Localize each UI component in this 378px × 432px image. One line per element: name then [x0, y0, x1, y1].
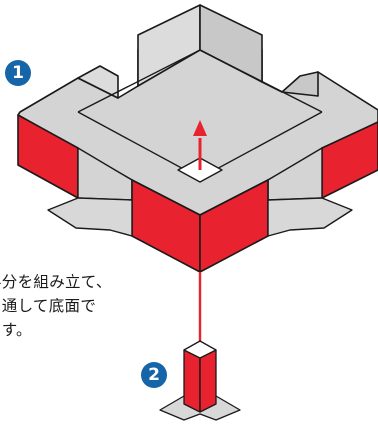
right-back-tab [281, 71, 319, 97]
caption-line-3: ます。 [0, 321, 32, 339]
bottom-left-flap [47, 197, 133, 237]
pillar-part [159, 340, 241, 421]
bottom-right-flap [267, 197, 353, 237]
caption-line-1: 半分を組み立て、 [0, 273, 112, 291]
pillar-top [183, 340, 217, 359]
step-badge-1: 1 [5, 60, 31, 86]
left-back-tab [77, 65, 119, 99]
up-arrow [193, 120, 207, 170]
inner-floor-edge [77, 49, 323, 113]
step-badge-2: 2 [141, 362, 167, 388]
arrow-head [193, 120, 207, 136]
caption-line-2: ら通して底面で [0, 297, 97, 315]
flat-box-part [17, 4, 378, 273]
